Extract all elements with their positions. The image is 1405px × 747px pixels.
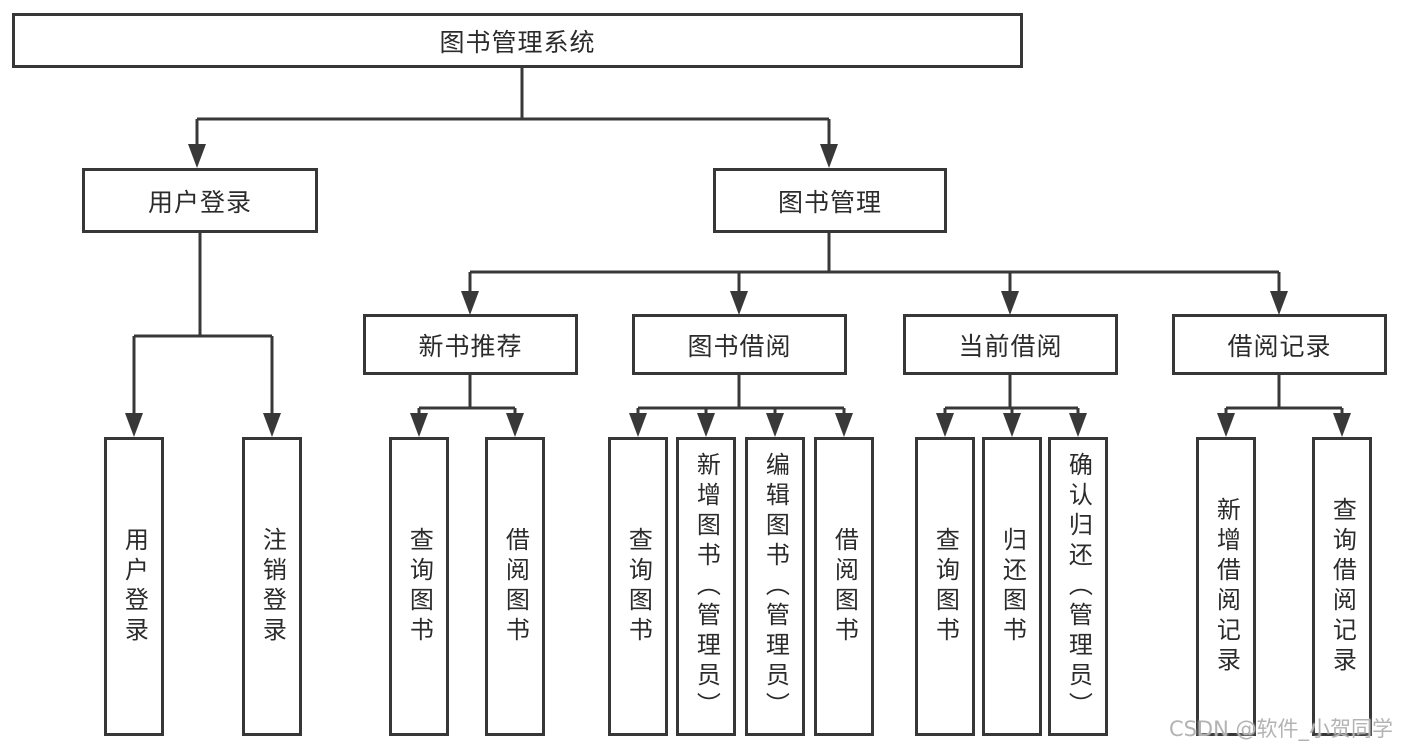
node-new-book-recommend: 新书推荐 bbox=[363, 314, 578, 375]
node-label: 借阅图书 bbox=[830, 526, 859, 647]
node-label: 查询借阅记录 bbox=[1328, 496, 1357, 677]
node-label: 编辑图书（管理员） bbox=[761, 451, 790, 722]
node-root-system: 图书管理系统 bbox=[12, 13, 1023, 68]
arrowhead-icon bbox=[936, 413, 954, 437]
node-label: 用户登录 bbox=[147, 187, 252, 217]
node-book-borrow: 图书借阅 bbox=[632, 314, 847, 375]
arrowhead-icon bbox=[125, 413, 143, 437]
arrowhead-icon bbox=[461, 291, 479, 315]
node-leaf-query-books-3: 查询图书 bbox=[915, 437, 975, 736]
arrowhead-icon bbox=[629, 413, 647, 437]
node-label: 图书管理 bbox=[777, 187, 882, 217]
arrowhead-icon bbox=[1003, 413, 1021, 437]
node-label: 注销登录 bbox=[258, 526, 287, 647]
node-label: 图书管理系统 bbox=[439, 27, 596, 57]
node-label: 借阅记录 bbox=[1227, 331, 1332, 361]
node-leaf-user-login: 用户登录 bbox=[104, 437, 164, 736]
node-label: 查询图书 bbox=[624, 526, 653, 647]
arrowhead-icons bbox=[125, 144, 1351, 437]
arrowhead-icon bbox=[1217, 413, 1235, 437]
arrowhead-icon bbox=[835, 413, 853, 437]
node-label: 当前借阅 bbox=[958, 331, 1063, 361]
arrowhead-icon bbox=[766, 413, 784, 437]
node-label: 确认归还（管理员） bbox=[1064, 451, 1093, 722]
node-leaf-query-books-1: 查询图书 bbox=[389, 437, 449, 736]
node-leaf-edit-books-admin: 编辑图书（管理员） bbox=[745, 437, 805, 736]
node-label: 用户登录 bbox=[120, 526, 149, 647]
node-leaf-borrow-books-2: 借阅图书 bbox=[814, 437, 874, 736]
arrowhead-icon bbox=[1069, 413, 1087, 437]
arrowhead-icon bbox=[697, 413, 715, 437]
node-leaf-confirm-return-admin: 确认归还（管理员） bbox=[1048, 437, 1108, 736]
arrowhead-icon bbox=[263, 413, 281, 437]
watermark: CSDN @软件_小贺同学 bbox=[1168, 717, 1393, 741]
node-leaf-add-books-admin: 新增图书（管理员） bbox=[676, 437, 736, 736]
node-book-management-branch: 图书管理 bbox=[713, 168, 947, 233]
node-label: 归还图书 bbox=[998, 526, 1027, 647]
node-label: 借阅图书 bbox=[501, 526, 530, 647]
arrowhead-icon bbox=[410, 413, 428, 437]
node-user-login-branch: 用户登录 bbox=[82, 168, 318, 233]
node-label: 新增借阅记录 bbox=[1212, 496, 1241, 677]
arrowhead-icon bbox=[820, 144, 838, 168]
arrowhead-icon bbox=[1270, 291, 1288, 315]
node-leaf-borrow-books-1: 借阅图书 bbox=[485, 437, 545, 736]
node-label: 新书推荐 bbox=[418, 331, 523, 361]
node-leaf-return-books: 归还图书 bbox=[982, 437, 1042, 736]
node-leaf-query-borrow-record: 查询借阅记录 bbox=[1312, 437, 1372, 736]
node-leaf-query-books-2: 查询图书 bbox=[608, 437, 668, 736]
node-label: 查询图书 bbox=[405, 526, 434, 647]
node-label: 新增图书（管理员） bbox=[692, 451, 721, 722]
arrowhead-icon bbox=[1333, 413, 1351, 437]
node-label: 查询图书 bbox=[931, 526, 960, 647]
node-borrow-records: 借阅记录 bbox=[1172, 314, 1387, 375]
arrowhead-icon bbox=[188, 144, 206, 168]
arrowhead-icon bbox=[1001, 291, 1019, 315]
node-leaf-logout: 注销登录 bbox=[242, 437, 302, 736]
arrowhead-icon bbox=[730, 291, 748, 315]
node-current-borrow: 当前借阅 bbox=[903, 314, 1118, 375]
arrowhead-icon bbox=[506, 413, 524, 437]
node-label: 图书借阅 bbox=[687, 331, 792, 361]
node-leaf-add-borrow-record: 新增借阅记录 bbox=[1196, 437, 1256, 736]
